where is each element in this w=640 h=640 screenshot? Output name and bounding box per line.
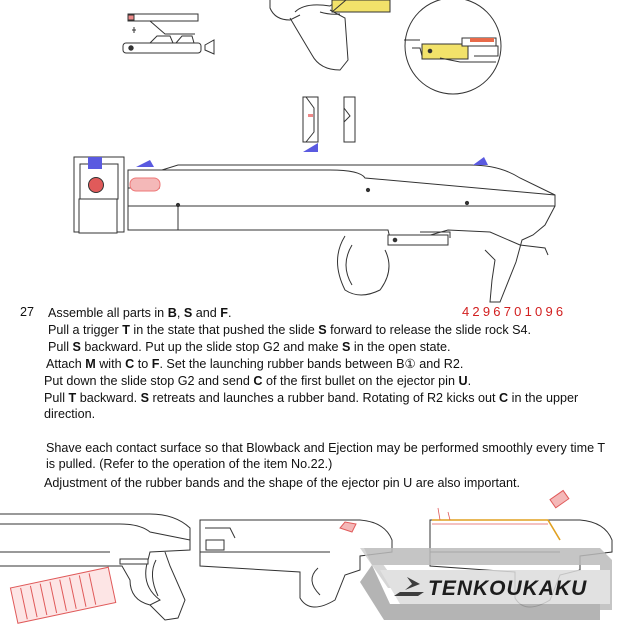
instruction-line-2: Pull a trigger T in the state that pushe… xyxy=(48,323,532,337)
instruction-line-1: Assemble all parts in B, S and F. xyxy=(48,306,232,320)
instruction-line-5: Put down the slide stop G2 and send C of… xyxy=(44,374,472,388)
watermark-text: TENKOUKAKU xyxy=(428,577,588,600)
instruction-line-3: Pull S backward. Put up the slide stop G… xyxy=(48,340,451,354)
instruction-line-6: Pull T backward. S retreats and launches… xyxy=(44,391,579,421)
instruction-line-4: Attach M with C to F. Set the launching … xyxy=(46,357,464,371)
note-paragraph-1: Shave each contact surface so that Blowb… xyxy=(46,441,605,471)
step-number: 27 xyxy=(20,305,35,319)
note-paragraph-2: Adjustment of the rubber bands and the s… xyxy=(44,476,521,490)
serial-number: 4296701096 xyxy=(462,304,567,319)
